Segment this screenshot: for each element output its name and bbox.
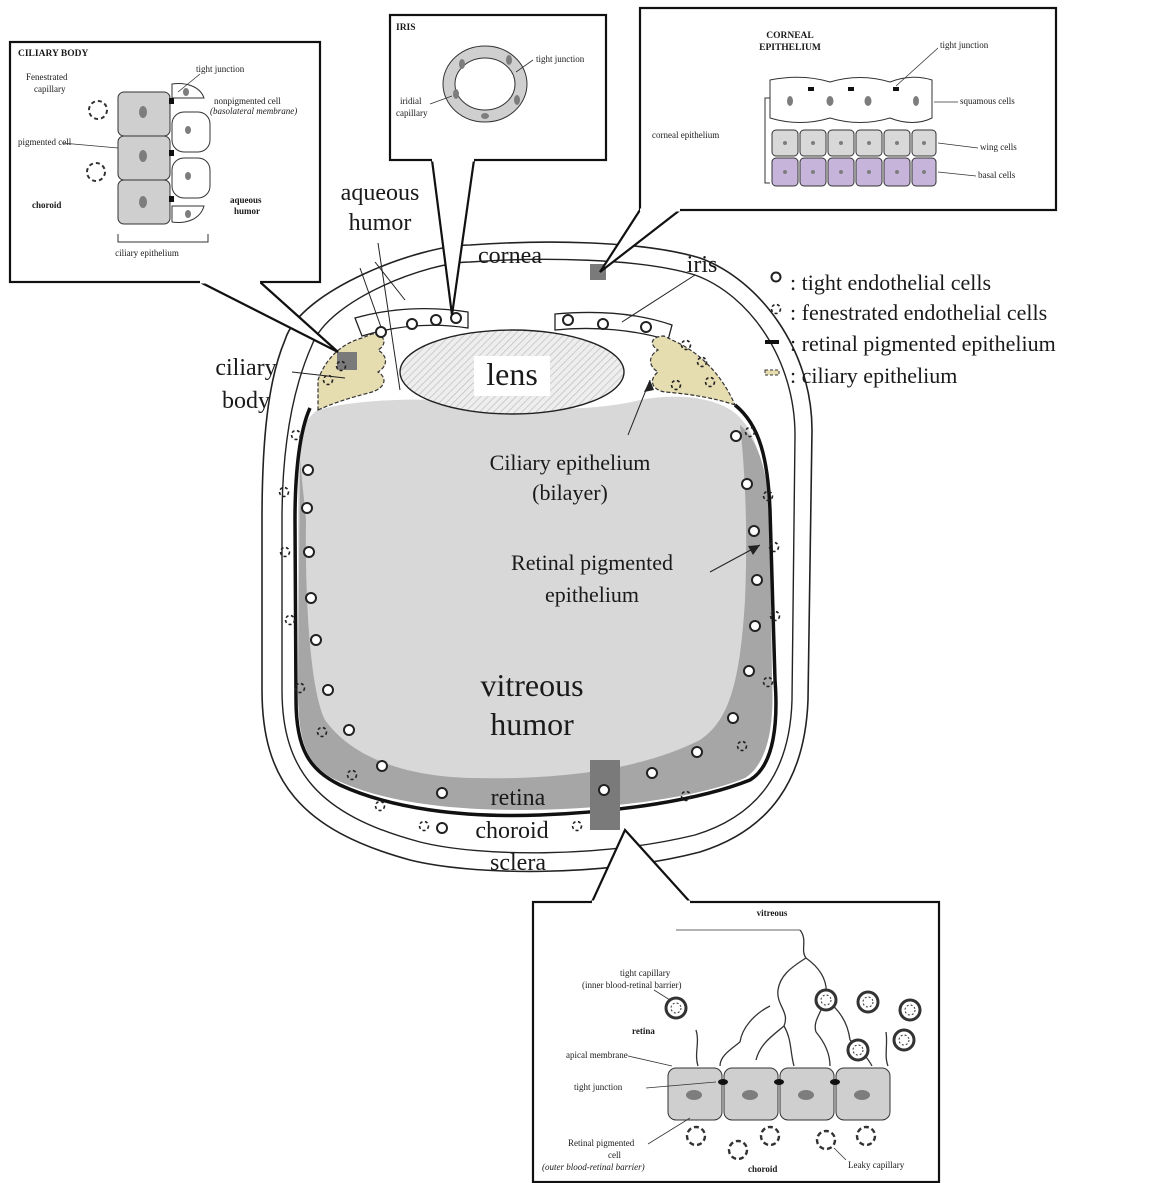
lens-label: lens	[486, 356, 538, 392]
retina-tight-capillary-label-1: tight capillary	[620, 968, 671, 978]
ciliary-aqueous-label-1: aqueous	[230, 195, 262, 205]
tight-endothelial-icon	[772, 273, 781, 282]
retina-inset-retina-label: retina	[632, 1026, 655, 1036]
ciliary-nonpigmented-label-1: nonpigmented cell	[214, 96, 281, 106]
ciliary-pigmented-label: pigmented cell	[18, 137, 72, 147]
retina-inset: vitreous tight capillary (inner blood-re…	[533, 830, 939, 1182]
retina-leaky-capillary-label: Leaky capillary	[848, 1160, 905, 1170]
ciliary-body-inset: CILIARY BODY Fenestrated capillary tight…	[10, 42, 338, 352]
ciliary-aqueous-label-2: humor	[234, 206, 260, 216]
legend: : tight endothelial cells : fenestrated …	[765, 270, 1056, 388]
aqueous-humor-label-1: aqueous	[341, 180, 420, 206]
aqueous-humor-label-2: humor	[349, 210, 412, 236]
choroid-label: choroid	[475, 818, 548, 844]
legend-item-rpe: : retinal pigmented epithelium	[790, 331, 1056, 356]
rpe-label-1: Retinal pigmented	[511, 550, 673, 575]
ciliary-dash-icon	[765, 370, 779, 375]
ciliary-choroid-label: choroid	[32, 200, 61, 210]
corneal-epithelium-label: corneal epithelium	[652, 130, 719, 140]
sclera-label: sclera	[490, 850, 546, 876]
corneal-squamous-label: squamous cells	[960, 96, 1015, 106]
legend-item-ciliary: : ciliary epithelium	[790, 363, 957, 388]
rpe-label-2: epithelium	[545, 582, 639, 607]
fenestrated-endothelial-icon	[772, 305, 781, 314]
ciliary-inset-title: CILIARY BODY	[18, 49, 88, 59]
corneal-basal-label: basal cells	[978, 170, 1016, 180]
iris-label: iris	[687, 252, 718, 278]
ciliary-epithelium-label-2: (bilayer)	[532, 480, 608, 505]
vitreous-humor-label-1: vitreous	[480, 667, 583, 703]
retina-apical-label: apical membrane	[566, 1050, 628, 1060]
vitreous-humor-label-2: humor	[490, 706, 574, 742]
iris-tight-junction-label: tight junction	[536, 54, 585, 64]
legend-item-tight: : tight endothelial cells	[790, 270, 991, 295]
corneal-inset-title-1: CORNEAL	[766, 31, 814, 41]
iris-capillary-label-1: iridial	[400, 96, 422, 106]
retina-rpe-label-3: (outer blood-retinal barrier)	[542, 1162, 645, 1172]
ciliary-tight-junction-label: tight junction	[196, 64, 245, 74]
corneal-tight-junction-label: tight junction	[940, 40, 989, 50]
corneal-wing-label: wing cells	[980, 142, 1017, 152]
ciliary-body-label-2: body	[222, 388, 270, 414]
ciliary-epithelium-bracket-label: ciliary epithelium	[115, 248, 179, 258]
iris-inset-title: IRIS	[396, 23, 416, 33]
cornea-label: cornea	[478, 243, 542, 269]
rpe-line-icon	[765, 340, 779, 344]
corneal-inset-title-2: EPITHELIUM	[759, 43, 821, 53]
retina-label: retina	[491, 785, 546, 811]
ciliary-body-label-1: ciliary	[215, 355, 276, 381]
legend-item-fenestrated: : fenestrated endothelial cells	[790, 300, 1047, 325]
ciliary-nonpigmented-label-2: (basolateral membrane)	[210, 106, 297, 116]
iris-capillary-label-2: capillary	[396, 108, 428, 118]
retina-tight-junction-label: tight junction	[574, 1082, 623, 1092]
ciliary-sample-box	[337, 352, 357, 370]
retina-inset-choroid-label: choroid	[748, 1164, 777, 1174]
retina-rpe-label-1: Retinal pigmented	[568, 1138, 635, 1148]
ciliary-epithelium-label-1: Ciliary epithelium	[490, 450, 651, 475]
retina-rpe-label-2: cell	[608, 1150, 621, 1160]
retina-tight-capillary-label-2: (inner blood-retinal barrier)	[582, 980, 681, 990]
ciliary-fenestrated-label-1: Fenestrated	[26, 72, 68, 82]
retina-inset-vitreous-label: vitreous	[757, 908, 788, 918]
corneal-epithelium-inset: CORNEAL EPITHELIUM tight junction squamo…	[600, 8, 1056, 272]
ciliary-fenestrated-label-2: capillary	[34, 84, 66, 94]
